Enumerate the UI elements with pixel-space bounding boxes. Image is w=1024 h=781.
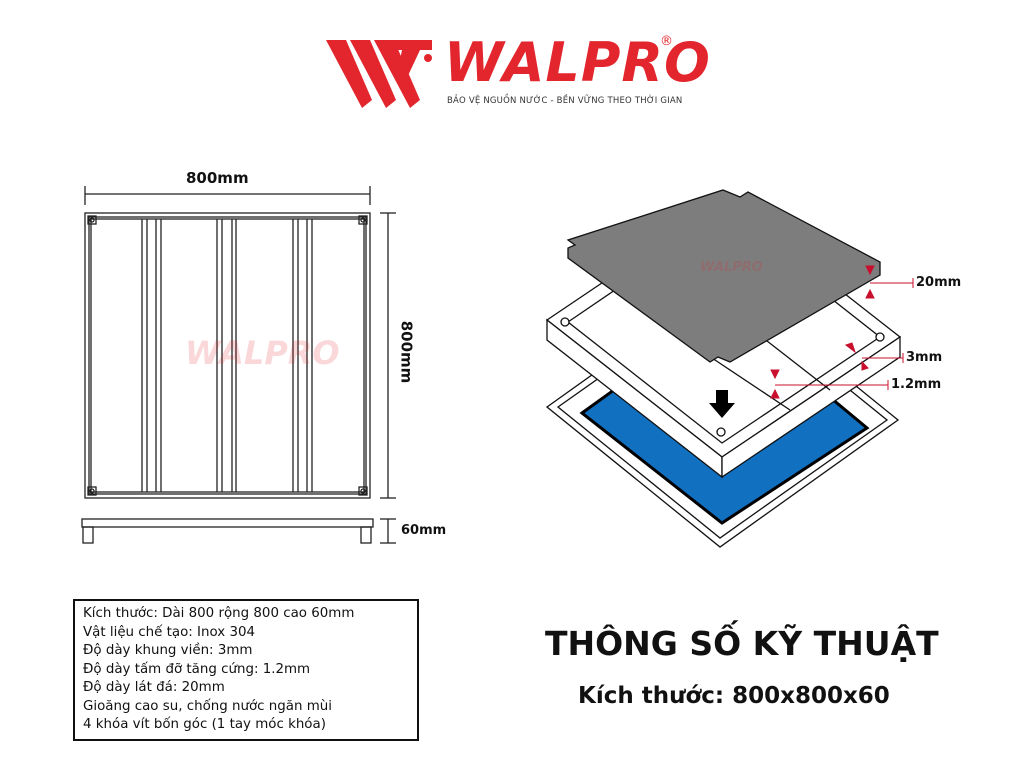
registered-mark: ®: [660, 34, 673, 49]
brand-tagline: BẢO VỆ NGUỒN NƯỚC - BỀN VỮNG THEO THỜI G…: [447, 96, 683, 106]
size-subtitle: Kích thước: 800x800x60: [578, 683, 890, 709]
length-dimension-label: 800mm: [397, 320, 416, 384]
top-view-drawing: [81, 186, 396, 544]
spec-line: Gioăng cao su, chống nước ngăn mùi: [83, 698, 332, 714]
frame-thickness-label: 3mm: [906, 350, 943, 365]
tile-watermark-logo: WALPRO: [700, 260, 763, 275]
spec-line: Độ dày lát đá: 20mm: [83, 680, 225, 695]
down-arrow-icon: [709, 390, 735, 418]
spec-line: 4 khóa vít bốn góc (1 tay móc khóa): [83, 717, 326, 732]
width-dimension-label: 800mm: [186, 169, 249, 187]
tile-thickness-label: 20mm: [916, 275, 962, 290]
height-dimension-label: 60mm: [401, 523, 447, 538]
spec-line: Vật liệu chế tạo: Inox 304: [83, 624, 256, 640]
dimension-markers: [770, 265, 914, 399]
page-title: THÔNG SỐ KỸ THUẬT: [545, 624, 939, 663]
exploded-view-drawing: [545, 189, 902, 548]
walpro-logo-mark: [326, 40, 432, 108]
spec-line: Kích thước: Dài 800 rộng 800 cao 60mm: [83, 606, 355, 621]
support-plate-label: 1.2mm: [891, 377, 942, 392]
brand-name: WALPRO: [444, 31, 711, 94]
spec-line: Độ dày khung viền: 3mm: [83, 643, 253, 658]
stone-tile: [566, 189, 881, 363]
specs-box: Kích thước: Dài 800 rộng 800 cao 60mm Vậ…: [73, 599, 419, 741]
spec-line: Độ dày tấm đỡ tăng cứng: 1.2mm: [83, 661, 311, 677]
watermark-logo: WALPRO: [185, 334, 340, 372]
